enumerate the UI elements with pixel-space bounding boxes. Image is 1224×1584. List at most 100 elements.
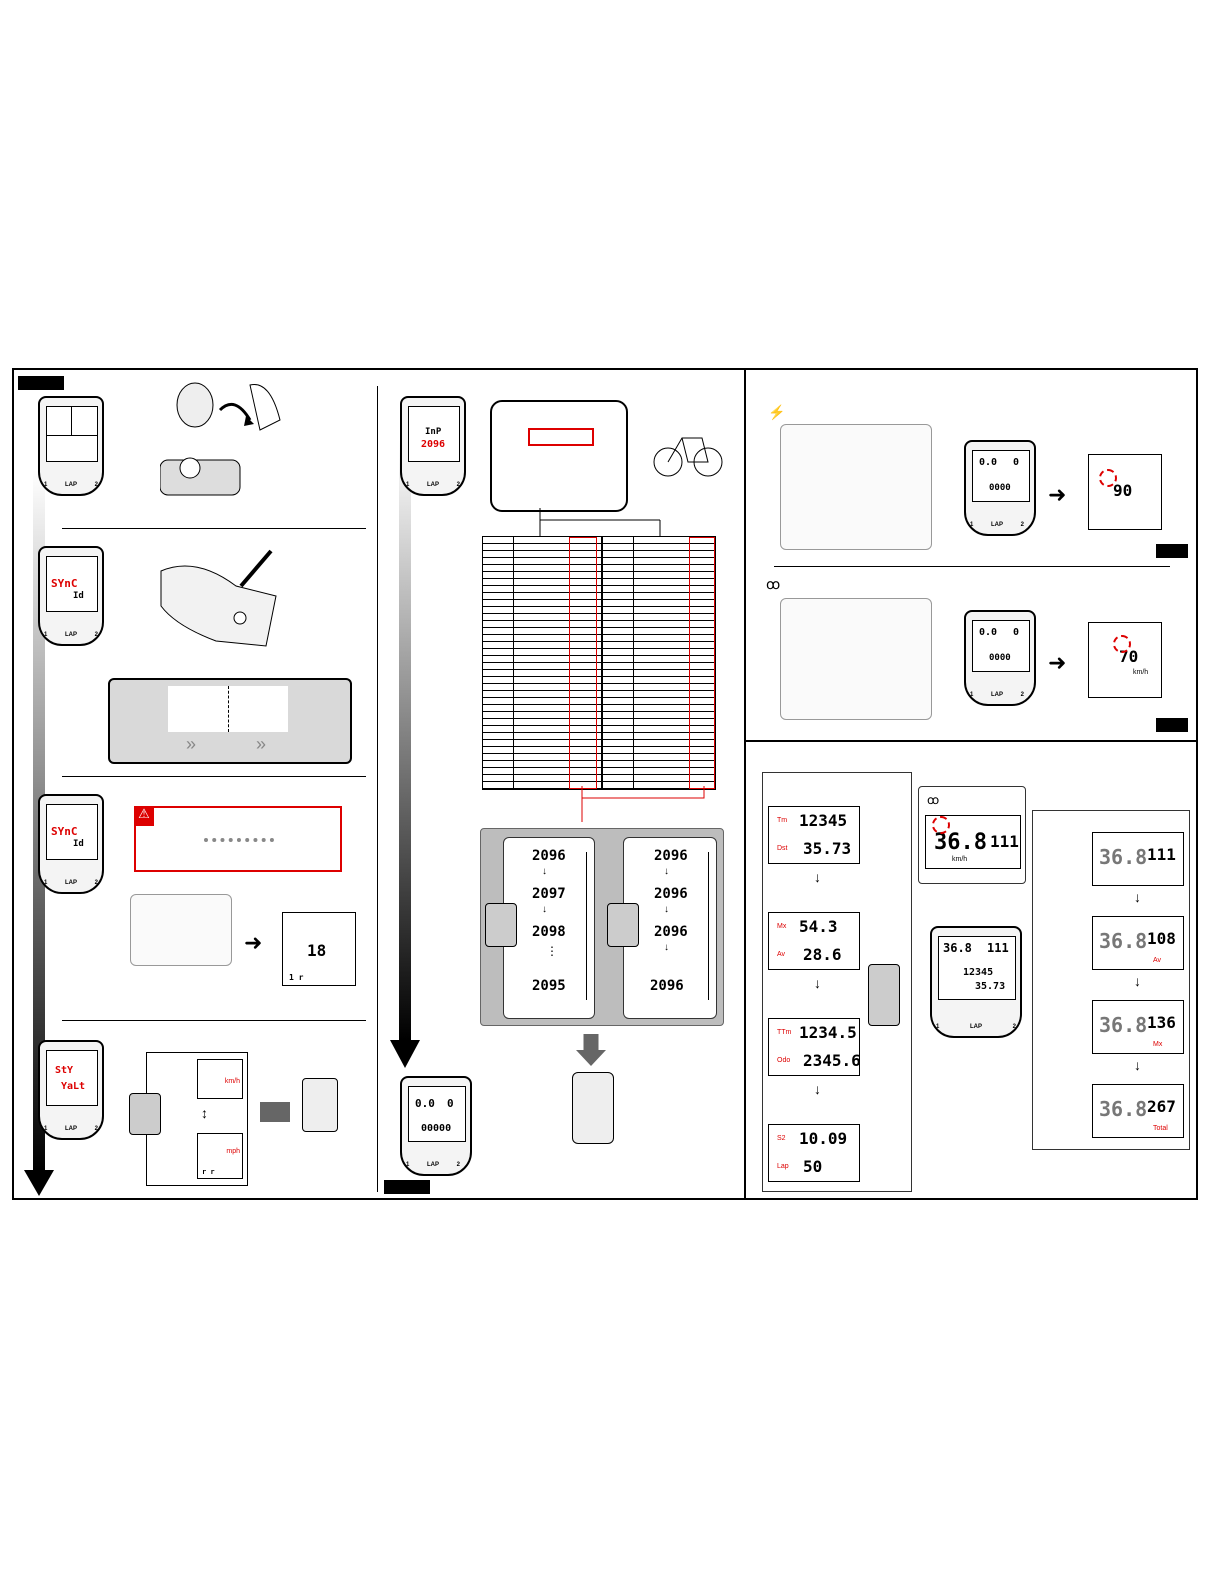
mode-label-bottom: Odo: [777, 1057, 791, 1064]
mode-label: Mx: [1153, 1041, 1163, 1048]
battery-install-illustration: [160, 382, 281, 496]
hand-press-icon-2: [607, 903, 639, 947]
final-cad: 0: [447, 1097, 454, 1110]
bicycle-icon: [653, 437, 723, 477]
sensor-divider: [774, 566, 1170, 567]
mode1-label: 1: [936, 1024, 940, 1030]
tire-table-arrows: [539, 508, 661, 536]
tire-closeup-illustration: [490, 400, 628, 512]
mode1-label: 1: [44, 632, 48, 638]
speed-sensor-icon: ⚡: [768, 404, 786, 420]
range-warning-box: ⚠: [134, 806, 342, 872]
mode-value-top: 12345: [799, 811, 848, 830]
right-arrow-icon: ➜: [244, 930, 263, 955]
right-arrow-icon: ➜: [1048, 482, 1067, 507]
seq1-value-1: 2096: [532, 848, 566, 864]
device-cad: 111: [987, 941, 1009, 955]
seq1-value-2: 2097: [532, 886, 566, 902]
speed-test-right: 0: [1013, 457, 1020, 468]
tire-input-procedure: 2096 ↓ 2097 ↓ 2098 ⋮ 2095 2096 ↓ 2096 ↓ …: [480, 828, 724, 1026]
lcd-inp: InP: [425, 427, 442, 437]
result-lcd-sub: 1 r: [289, 973, 304, 982]
unit-mph: mph: [226, 1148, 240, 1155]
column-divider-1: [377, 386, 378, 1192]
manual-frame: [12, 368, 1198, 1200]
cadence-result-unit: km/h: [1133, 669, 1149, 676]
mode-value-bottom: 35.73: [803, 839, 852, 858]
seq2-value-2: 2096: [654, 886, 688, 902]
mode-label-top: Mx: [777, 923, 787, 930]
step-divider-1: [62, 528, 366, 529]
mode-value-top: 54.3: [799, 917, 838, 936]
down-arrow-icon: ↓: [814, 975, 821, 991]
section-tag-4: [1156, 718, 1188, 732]
step-divider-3: [62, 1020, 366, 1021]
seq2-value-1: 2096: [654, 848, 688, 864]
increment-panel: 2096 ↓ 2097 ↓ 2098 ⋮ 2095: [503, 837, 595, 1019]
mode1-label: 1: [406, 1162, 410, 1168]
next-arrow-icon: [260, 1102, 290, 1122]
right-arrow-icon-2: ➜: [1048, 650, 1067, 675]
lap-label: LAP: [65, 632, 77, 638]
mode1-label: 1: [44, 1126, 48, 1132]
mode-cad: 267: [1147, 1097, 1176, 1116]
mode-label-top: S2: [777, 1135, 786, 1142]
center-unit: km/h: [952, 856, 968, 863]
mode1-label: 1: [406, 482, 410, 488]
lap-label: LAP: [427, 1162, 439, 1168]
device-confirm-press: [572, 1072, 614, 1144]
seq2-value-4: 2096: [650, 978, 684, 994]
mode2-label: 2: [1020, 692, 1024, 698]
lap-label: LAP: [65, 880, 77, 886]
sensor-result-display: 18 1 r: [282, 912, 356, 986]
mode2-label: 2: [456, 482, 460, 488]
table-red-connector: [581, 786, 705, 822]
mode-value-bottom: 2345.6: [803, 1051, 861, 1070]
lcd-line1: StY: [55, 1065, 74, 1076]
mode2-label: 2: [1012, 1024, 1016, 1030]
section-tag-3: [1156, 544, 1188, 558]
mode-speed: 36.8: [1099, 929, 1148, 953]
lcd-sync: SYnC: [51, 577, 78, 590]
mode-label-bottom: Av: [777, 951, 786, 958]
speed-test-bottom: 0000: [989, 483, 1011, 493]
mode1-label: 1: [44, 880, 48, 886]
cadence-sensor-icon: ꝏ: [766, 576, 781, 592]
mode-label-top: TTm: [777, 1029, 792, 1036]
upper-display-panel: ꝏ 36.8 km/h 111: [918, 786, 1026, 884]
speed-result-value: 90: [1113, 481, 1133, 500]
mode-speed: 36.8: [1099, 1013, 1148, 1037]
distance-arrow-icon: [204, 838, 274, 842]
lap-label: LAP: [65, 482, 77, 488]
device-small-step4: [302, 1078, 338, 1132]
lcd-id: Id: [73, 839, 84, 849]
mode2-label: 2: [456, 1162, 460, 1168]
cadence-icon: ꝏ: [927, 793, 940, 807]
speed-sensor-illustration: [780, 424, 932, 550]
center-cad: 111: [990, 832, 1019, 851]
mode-speed: 36.8: [1099, 845, 1148, 869]
mode-cad: 136: [1147, 1013, 1176, 1032]
speed-test-left: 0.0: [979, 457, 998, 468]
down-arrow-icon: ↓: [1134, 889, 1141, 905]
column-divider-2: [744, 370, 746, 1198]
lcd-tire-value: 2096: [421, 439, 446, 450]
lap-label: LAP: [991, 522, 1003, 528]
cad-test-left: 0.0: [979, 627, 998, 638]
seq1-ellipsis: ⋮: [546, 944, 558, 958]
flow-arrow-tire: [390, 440, 420, 1068]
sensor-mount-illustration: [130, 894, 232, 966]
hand-press-icon: [485, 903, 517, 947]
hand-press-icon: [129, 1093, 161, 1135]
hand-press-mode1-icon: [868, 964, 900, 1026]
mode1-label: 1: [970, 692, 974, 698]
section-tag-2: [384, 1180, 430, 1194]
